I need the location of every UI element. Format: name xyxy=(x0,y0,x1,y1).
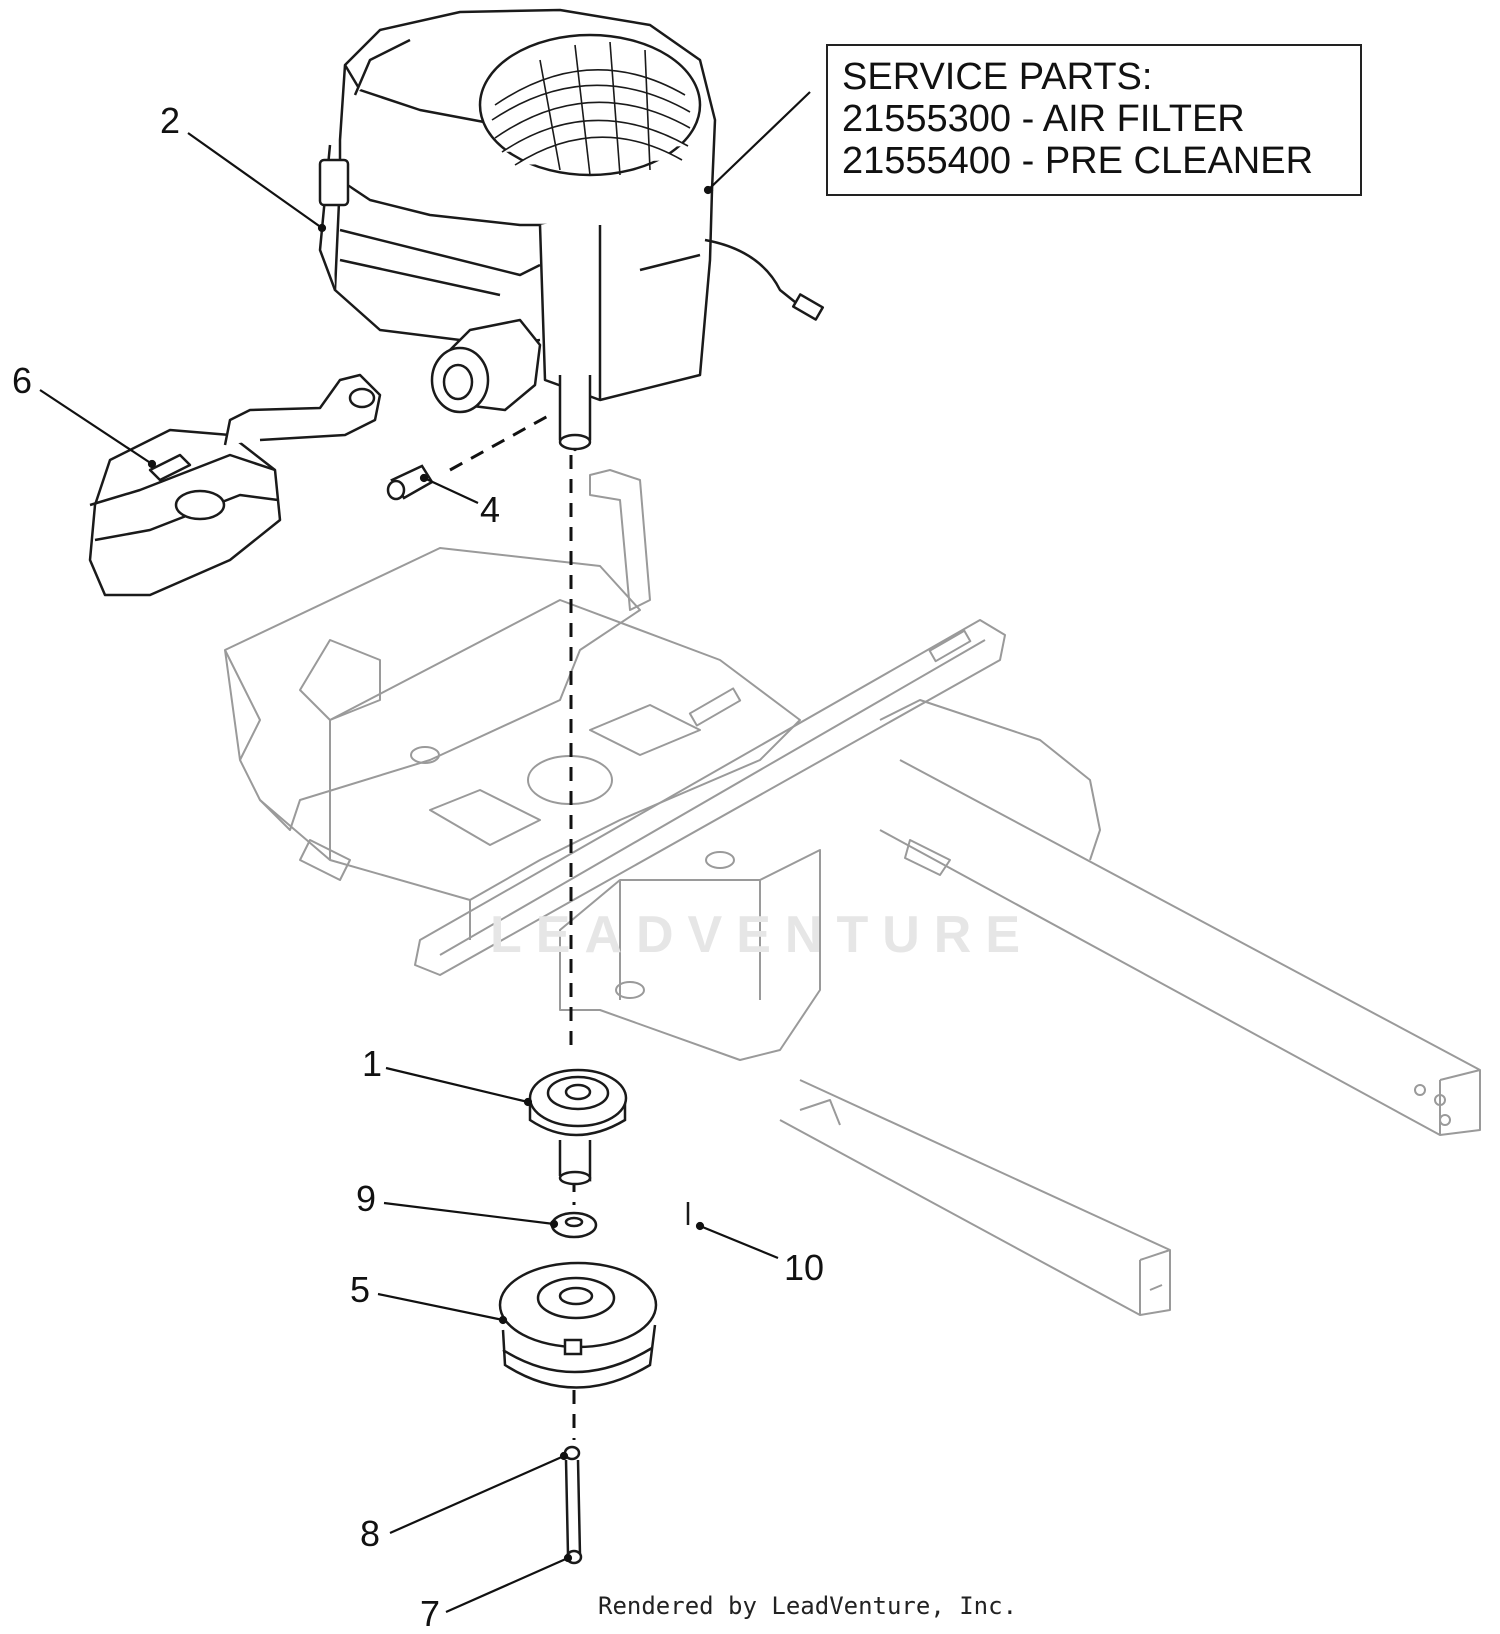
callout-10: 10 xyxy=(784,1247,825,1288)
service-parts-box: SERVICE PARTS: 21555300 - AIR FILTER 215… xyxy=(826,44,1362,196)
callout-1: 1 xyxy=(362,1043,383,1084)
service-part-air-filter: 21555300 - AIR FILTER xyxy=(842,98,1245,140)
clutch-part-5 xyxy=(498,1261,658,1389)
mower-frame xyxy=(224,469,1481,1316)
callout-5: 5 xyxy=(350,1269,371,1310)
fitting-part-4 xyxy=(386,464,434,501)
callout-6: 6 xyxy=(12,360,33,401)
callout-2: 2 xyxy=(160,100,181,141)
pulley-part-1 xyxy=(528,1068,628,1186)
leader-lines xyxy=(39,91,811,1614)
callout-8: 8 xyxy=(360,1513,381,1554)
watermark-text: LEADVENTURE xyxy=(490,906,1035,964)
oil-filter xyxy=(430,318,542,414)
washer-part-9 xyxy=(550,1211,598,1239)
callout-7: 7 xyxy=(420,1593,441,1634)
service-parts-title: SERVICE PARTS: xyxy=(842,56,1153,98)
callout-4: 4 xyxy=(480,489,501,530)
muffler xyxy=(88,373,382,597)
callout-9: 9 xyxy=(356,1178,377,1219)
engine xyxy=(318,8,825,452)
service-part-pre-cleaner: 21555400 - PRE CLEANER xyxy=(842,140,1314,182)
bolt-part-7 xyxy=(563,1445,583,1565)
footer-credit: Rendered by LeadVenture, Inc. xyxy=(598,1592,1018,1620)
